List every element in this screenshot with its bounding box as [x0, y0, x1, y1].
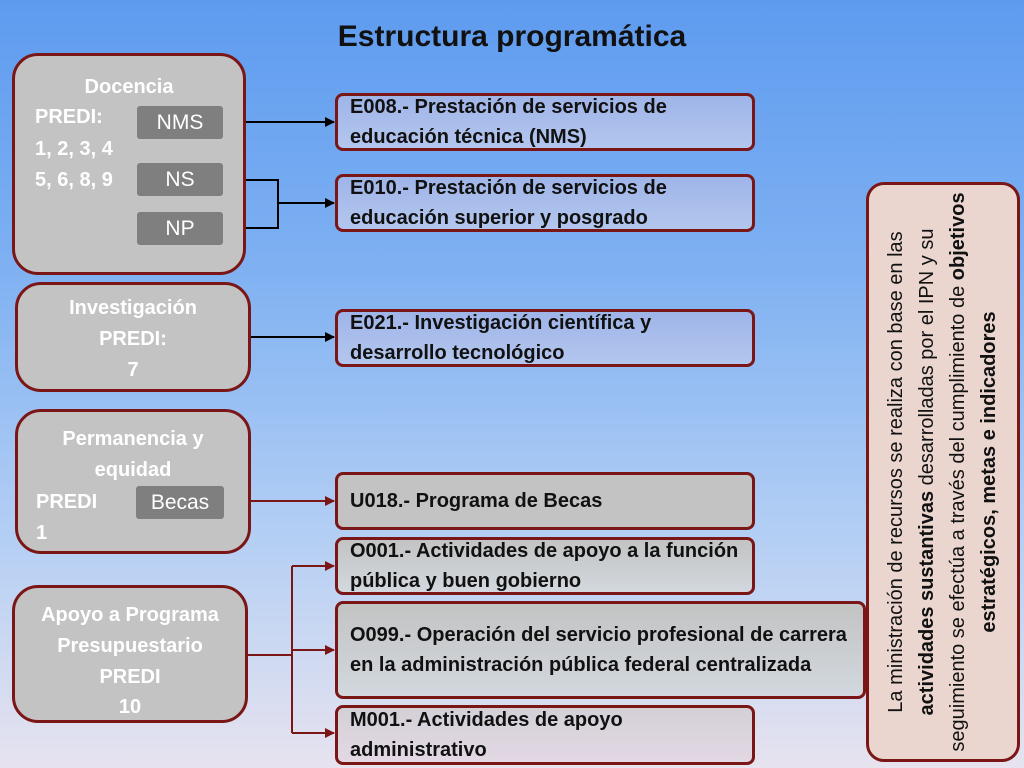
group-docencia: Docencia PREDI: 1, 2, 3, 4 5, 6, 8, 9 NM… [12, 53, 246, 275]
group-investigacion: Investigación PREDI: 7 [15, 282, 251, 392]
group-investigacion-predi-label: PREDI: [99, 328, 167, 350]
group-apoyo-predi-label: PREDI [99, 666, 161, 688]
group-permanencia-predi-value: 1 [36, 522, 48, 544]
group-permanencia-title-2: equidad [94, 459, 172, 481]
group-investigacion-title: Investigación [69, 297, 197, 319]
group-apoyo: Apoyo a Programa Presupuestario PREDI 10 [12, 585, 248, 723]
group-permanencia: Permanencia y equidad PREDI 1 Becas [15, 409, 251, 554]
chip-becas: Becas [136, 486, 224, 519]
group-docencia-predi-values-2: 5, 6, 8, 9 [35, 169, 113, 191]
group-permanencia-title-1: Permanencia y [62, 428, 204, 450]
program-o001: O001.- Actividades de apoyo a la función… [335, 537, 755, 595]
group-docencia-title: Docencia [84, 76, 174, 98]
program-e008: E008.- Prestación de servicios de educac… [335, 93, 755, 151]
side-note-box: La ministración de recursos se realiza c… [866, 182, 1020, 762]
group-apoyo-line-2: Presupuestario [57, 635, 203, 657]
program-o099: O099.- Operación del servicio profesiona… [335, 601, 866, 699]
group-docencia-predi-values-1: 1, 2, 3, 4 [35, 138, 113, 160]
group-apoyo-line-1: Apoyo a Programa [41, 604, 219, 626]
side-note-text: La ministración de recursos se realiza c… [881, 192, 1005, 752]
page-title: Estructura programática [337, 20, 687, 53]
group-permanencia-predi-label: PREDI [36, 491, 98, 513]
group-investigacion-predi-value: 7 [127, 359, 139, 381]
chip-nms: NMS [137, 106, 223, 139]
program-u018: U018.- Programa de Becas [335, 472, 755, 530]
group-docencia-predi-label: PREDI: [35, 106, 103, 128]
program-e021: E021.- Investigación científica y desarr… [335, 309, 755, 367]
side-note-bold-1: actividades sustantivas [916, 490, 938, 716]
side-note-part-1: La ministración de recursos se realiza c… [885, 231, 907, 713]
chip-np: NP [137, 212, 223, 245]
group-apoyo-predi-value: 10 [118, 696, 142, 718]
connector-apoyo-trunk [247, 566, 293, 733]
chip-ns: NS [137, 163, 223, 196]
program-m001: M001.- Actividades de apoyo administrati… [335, 705, 755, 765]
connector-ns-np-e010 [222, 179, 334, 229]
program-e010: E010.- Prestación de servicios de educac… [335, 174, 755, 232]
